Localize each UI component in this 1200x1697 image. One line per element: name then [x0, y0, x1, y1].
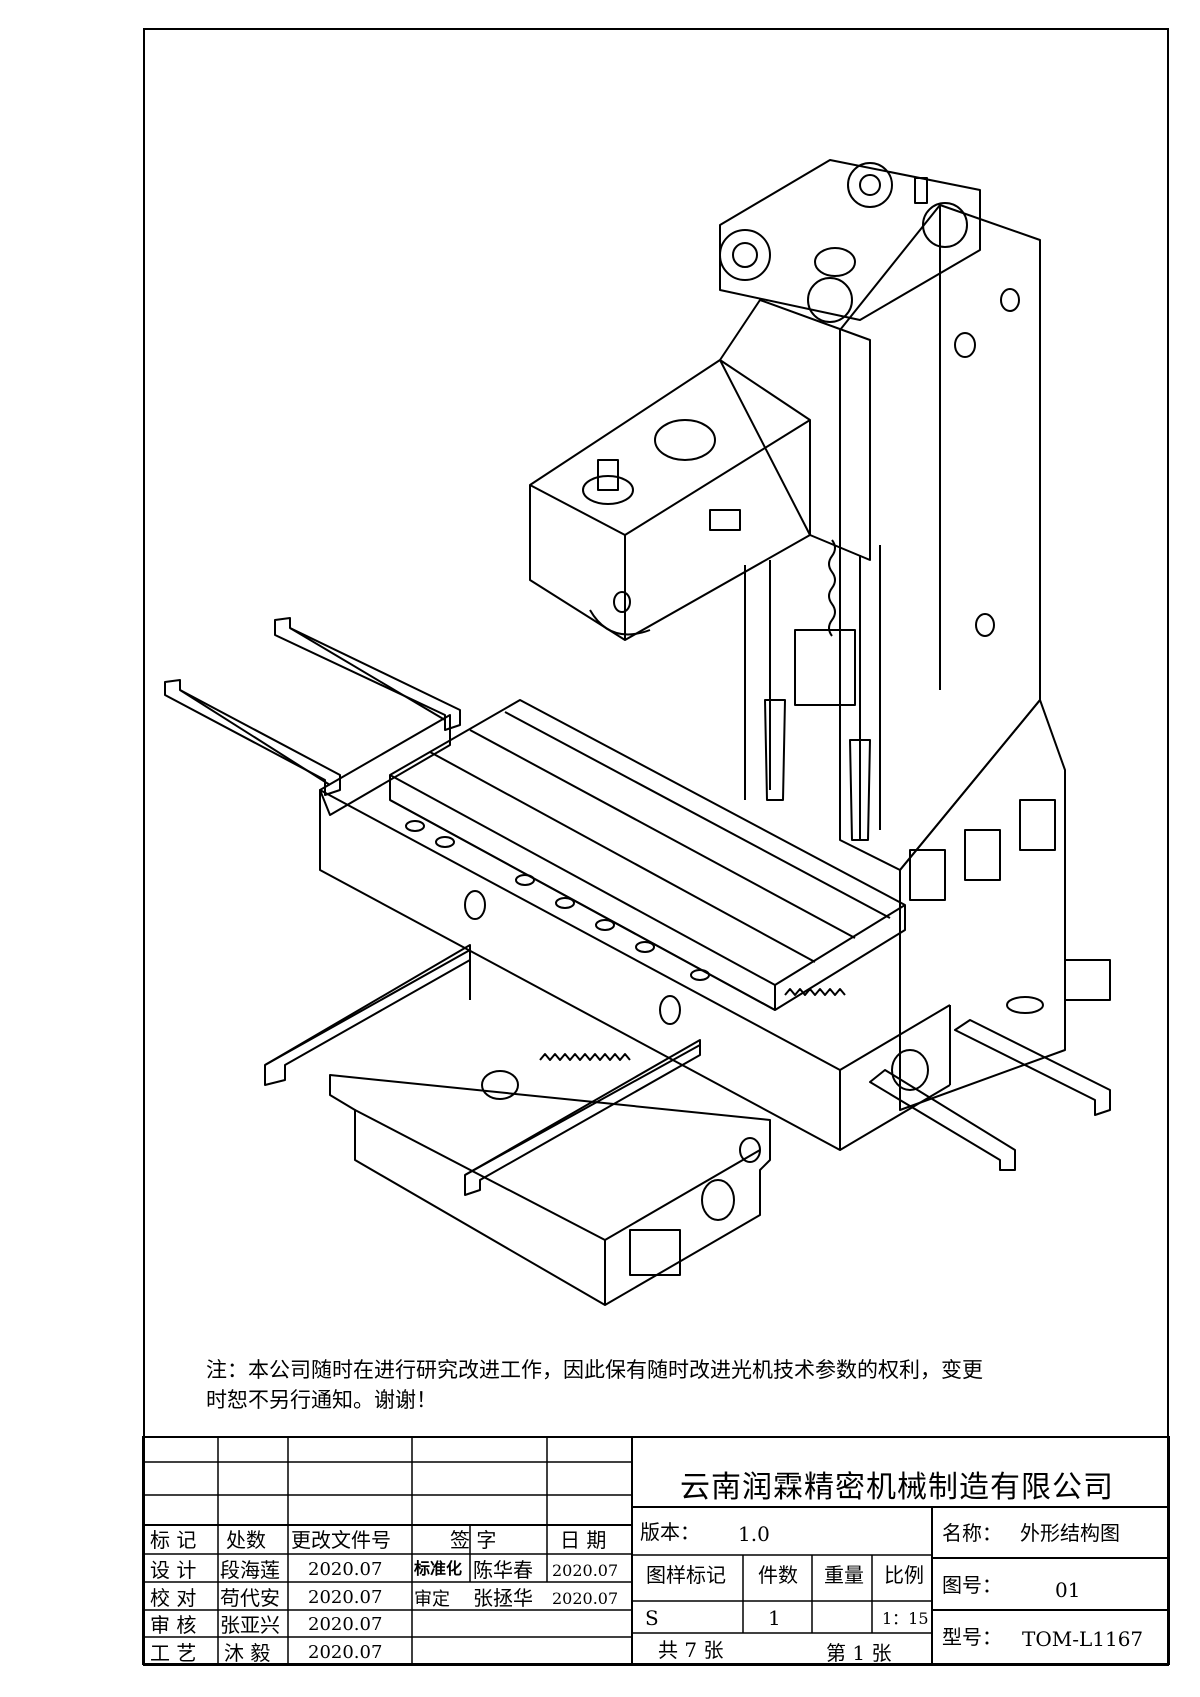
- design-label: 设 计: [150, 1558, 197, 1582]
- version-value: 1.0: [738, 1522, 770, 1546]
- review-date: 2020.07: [308, 1614, 383, 1635]
- design-name: 段海莲: [220, 1558, 280, 1582]
- check-date: 2020.07: [308, 1587, 383, 1608]
- drawing-number-label: 图号：: [942, 1573, 1002, 1597]
- z-axis-guides: [744, 539, 881, 841]
- process-label: 工 艺: [150, 1641, 197, 1665]
- x-ballscrew: [481, 988, 929, 1100]
- name-label: 名称：: [942, 1521, 1002, 1545]
- drawing-number-value: 01: [1055, 1578, 1081, 1602]
- header-change-doc: 更改文件号: [291, 1528, 391, 1552]
- sample-mark-label: 图样标记: [646, 1563, 726, 1587]
- standardization-label: 标准化: [414, 1559, 463, 1578]
- header-date: 日 期: [560, 1528, 607, 1552]
- quantity-label: 件数: [758, 1563, 798, 1587]
- header-signature: 签 字: [450, 1528, 497, 1552]
- version-label: 版本：: [640, 1520, 700, 1544]
- machine-isometric-drawing: [164, 159, 1111, 1306]
- standardization-date: 2020.07: [552, 1561, 619, 1580]
- process-name: 沐 毅: [224, 1641, 271, 1665]
- approve-date: 2020.07: [552, 1589, 619, 1608]
- note-line-2: 时恕不另行通知。谢谢！: [206, 1388, 437, 1412]
- y-cover-left: [164, 617, 461, 796]
- column: [839, 204, 1111, 1111]
- x-cover-front: [264, 944, 1111, 1196]
- drawing-frame: [143, 28, 1169, 1666]
- sheet-number: 第 1 张: [826, 1641, 892, 1665]
- quantity-value: 1: [768, 1606, 781, 1630]
- standardization-name: 陈华春: [473, 1558, 533, 1582]
- company-name: 云南润霖精密机械制造有限公司: [680, 1470, 1114, 1505]
- sample-mark-value: S: [645, 1606, 659, 1630]
- process-date: 2020.07: [308, 1642, 383, 1663]
- approve-name: 张拯华: [473, 1586, 533, 1610]
- worktable: [389, 699, 906, 1011]
- header-mark: 标 记: [150, 1528, 197, 1552]
- total-sheets: 共 7 张: [658, 1638, 724, 1662]
- weight-label: 重量: [824, 1563, 864, 1587]
- design-date: 2020.07: [308, 1559, 383, 1580]
- approve-label: 审定: [414, 1589, 450, 1610]
- header-count: 处数: [226, 1528, 266, 1552]
- note-line-1: 注：本公司随时在进行研究改进工作，因此保有随时改进光机技术参数的权利，变更: [206, 1358, 983, 1382]
- scale-label: 比例: [884, 1563, 924, 1587]
- name-value: 外形结构图: [1020, 1521, 1120, 1545]
- review-label: 审 核: [150, 1613, 197, 1637]
- check-label: 校 对: [150, 1586, 197, 1610]
- model-value: TOM-L1167: [1022, 1627, 1144, 1651]
- scale-value: 1：15: [882, 1609, 929, 1628]
- check-name: 苟代安: [220, 1586, 280, 1610]
- saddle: [319, 714, 951, 1151]
- model-label: 型号：: [942, 1625, 1002, 1649]
- machine-base: [329, 1074, 771, 1306]
- spindle-head: [529, 299, 871, 641]
- z-motor: [719, 159, 981, 323]
- review-name: 张亚兴: [220, 1613, 280, 1637]
- disclaimer-note: 注：本公司随时在进行研究改进工作，因此保有随时改进光机技术参数的权利，变更 时恕…: [206, 1355, 1106, 1415]
